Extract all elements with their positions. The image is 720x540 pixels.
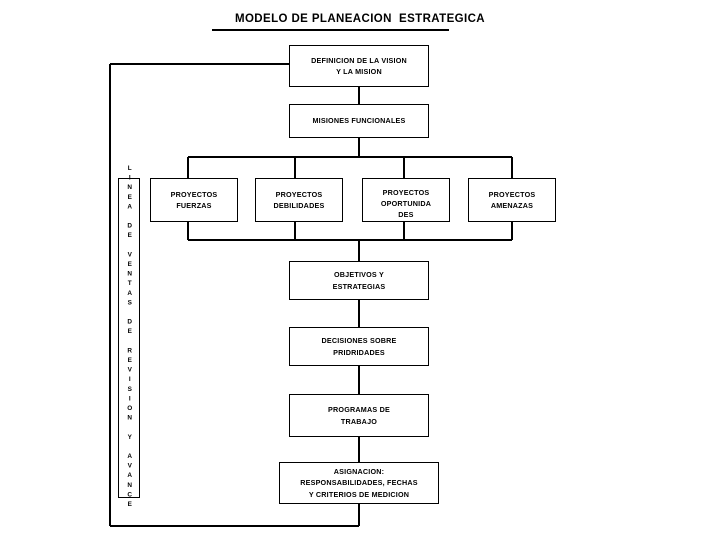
node-amenazas[interactable]: PROYECTOS AMENAZAS: [468, 178, 556, 222]
page-title: MODELO DE PLANEACION ESTRATEGICA: [234, 13, 486, 25]
node-asignacion[interactable]: ASIGNACION: RESPONSABILIDADES, FECHAS Y …: [279, 462, 439, 504]
node-asignacion-label: ASIGNACION: RESPONSABILIDADES, FECHAS Y …: [300, 467, 418, 499]
node-debilidades-label: PROYECTOS DEBILIDADES: [273, 189, 325, 210]
node-decisiones[interactable]: DECISIONES SOBRE PRIDRIDADES: [289, 327, 429, 366]
node-misiones-label: MISIONES FUNCIONALES: [312, 116, 406, 126]
node-debilidades[interactable]: PROYECTOS DEBILIDADES: [255, 178, 343, 222]
node-objetivos[interactable]: OBJETIVOS Y ESTRATEGIAS: [289, 261, 429, 300]
side-label-bar: LINEA DE VENTAS DE REVISION Y AVANCE: [118, 165, 140, 511]
node-programas-label: PROGRAMAS DE TRABAJO: [328, 405, 390, 426]
node-decisiones-label: DECISIONES SOBRE PRIDRIDADES: [321, 336, 397, 357]
node-fuerzas[interactable]: PROYECTOS FUERZAS: [150, 178, 238, 222]
node-amenazas-label: PROYECTOS AMENAZAS: [488, 189, 536, 210]
node-objetivos-label: OBJETIVOS Y ESTRATEGIAS: [332, 270, 386, 291]
node-vision[interactable]: DEFINICION DE LA VISION Y LA MISION: [289, 45, 429, 87]
node-fuerzas-label: PROYECTOS FUERZAS: [170, 189, 218, 210]
node-misiones[interactable]: MISIONES FUNCIONALES: [289, 104, 429, 138]
node-vision-label: DEFINICION DE LA VISION Y LA MISION: [311, 55, 407, 76]
side-label-text: LINEA DE VENTAS DE REVISION Y AVANCE: [126, 165, 134, 511]
node-programas[interactable]: PROGRAMAS DE TRABAJO: [289, 394, 429, 437]
title-underline: [212, 29, 449, 31]
node-oportunidades-label-overflow: DES: [398, 210, 414, 220]
node-oportunidades-label-main: PROYECTOS OPORTUNIDA: [380, 188, 432, 209]
